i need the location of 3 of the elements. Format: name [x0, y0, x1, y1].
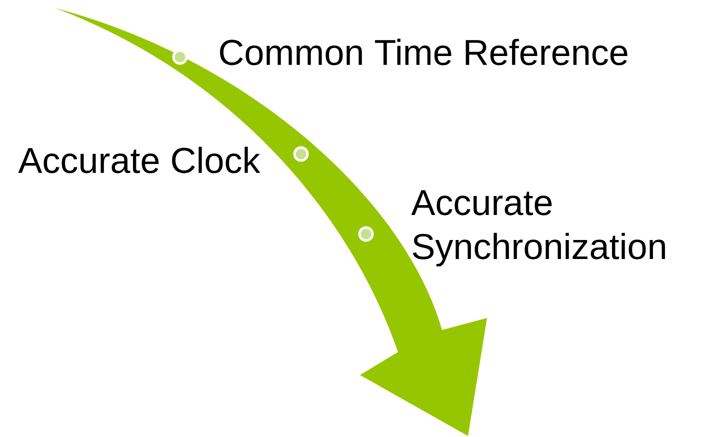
label-text: Accurate Clock	[18, 146, 260, 174]
label-text: Accurate Synchronization	[411, 190, 665, 266]
label-text: Common Time Reference	[220, 38, 628, 66]
